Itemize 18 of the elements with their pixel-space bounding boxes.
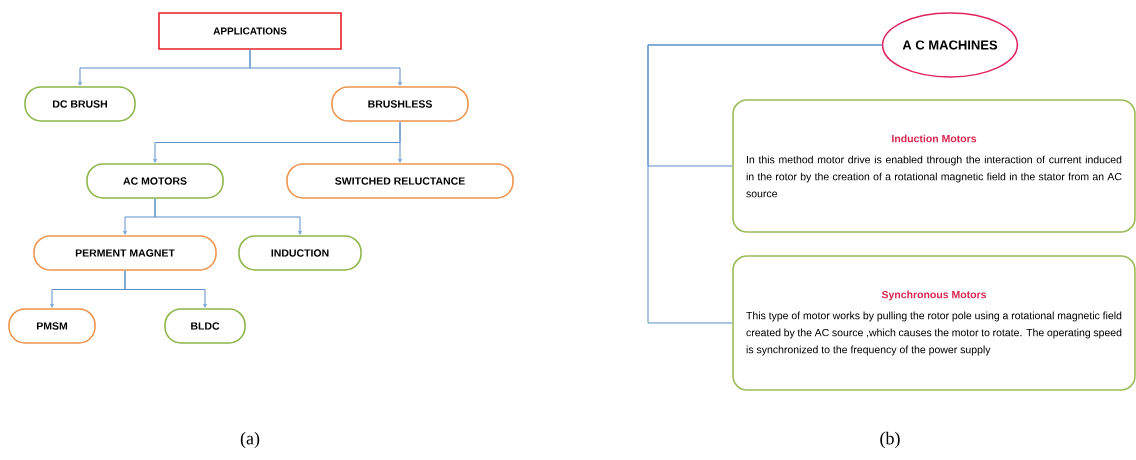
arrow	[124, 270, 207, 308]
panel-label: (a)	[240, 431, 260, 449]
arrow	[249, 49, 402, 86]
text-card: Induction Motors In this method motor drive is enabled through the interaction of current induced in the rotor by the creation of a rotational magnetic field in the stator from an AC source	[732, 99, 1136, 233]
text-card: Synchronous Motors This type of motor works by pulling the rotor pole using a rotational magnetic field created by the AC source ,which causes the motor to rotate. The operating speed is synchronized to the frequency of the power supply	[732, 255, 1136, 391]
arrow	[154, 198, 302, 235]
rounded-box: AC MOTORS	[86, 163, 224, 199]
panel-label: (b)	[880, 431, 900, 449]
rounded-box: SWITCHED RELUCTANCE	[286, 163, 514, 199]
rounded-box: PERMENT MAGNET	[33, 235, 217, 271]
rounded-box: BRUSHLESS	[331, 86, 469, 122]
arrow	[398, 121, 402, 163]
rounded-box: BLDC	[164, 308, 246, 344]
rounded-box: DC BRUSH	[24, 86, 136, 122]
rounded-box: PMSM	[8, 308, 96, 344]
bracket-line	[647, 44, 883, 324]
title-box: APPLICATIONS	[158, 12, 342, 50]
rounded-box: INDUCTION	[238, 235, 362, 271]
